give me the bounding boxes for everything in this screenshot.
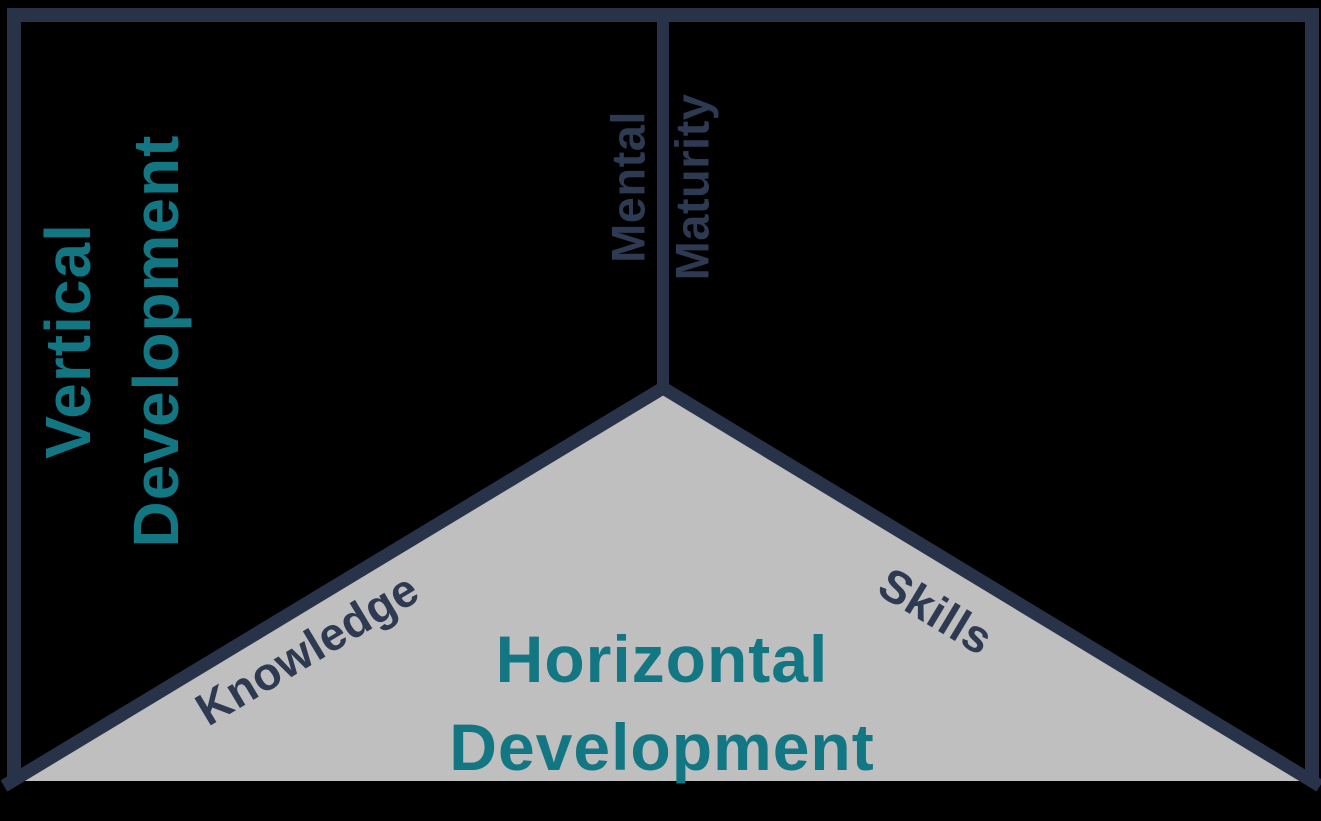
horizontal-development-heading-line2: Development <box>449 710 874 784</box>
horizontal-development-heading-line1: Horizontal <box>496 622 829 696</box>
triangle-shape <box>10 390 1316 781</box>
triangle-slope-border <box>0 380 1321 792</box>
maturity-label: Maturity <box>666 94 719 281</box>
vertical-development-label-line1: Vertical <box>32 223 104 459</box>
mental-label: Mental <box>602 111 655 263</box>
vertical-development-label-line2: Development <box>120 135 192 548</box>
